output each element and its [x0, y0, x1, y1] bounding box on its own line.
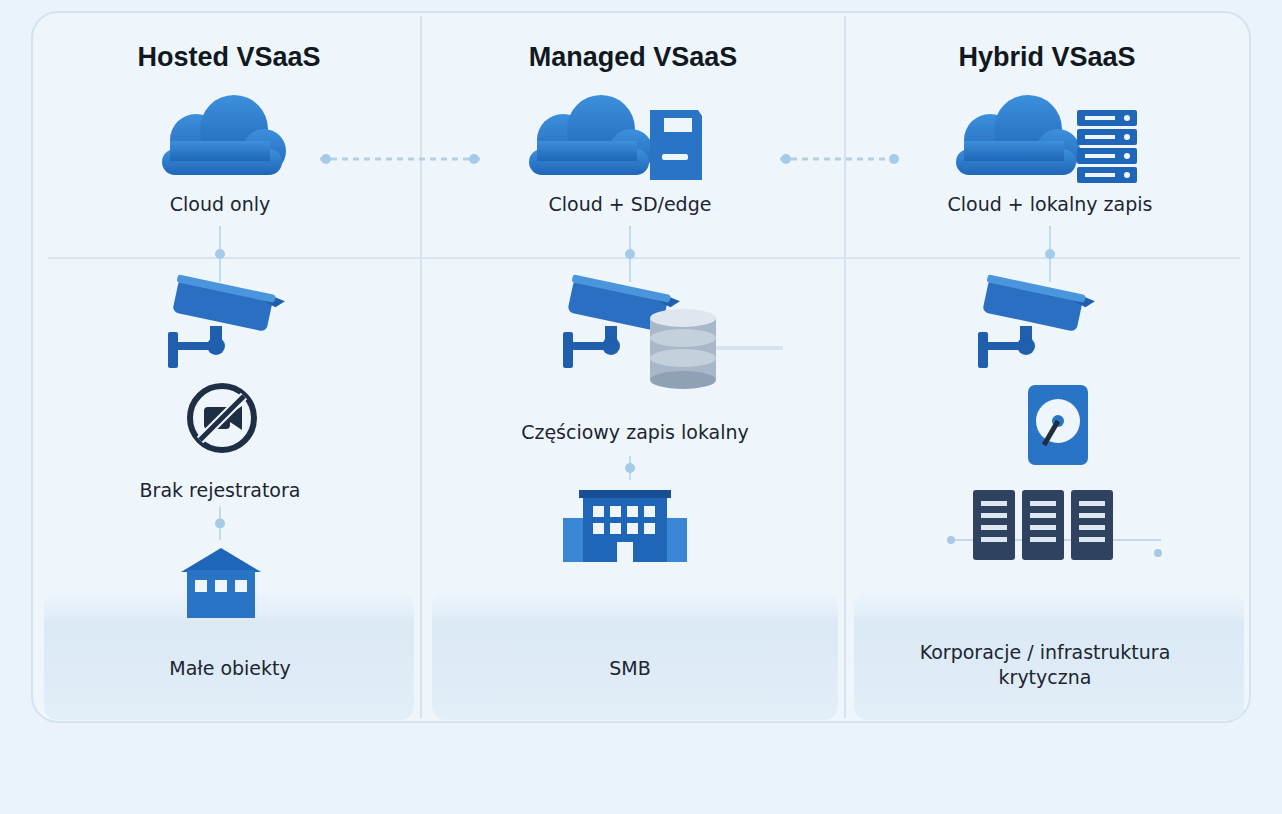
connector-dot — [625, 463, 635, 473]
column-heading: Managed VSaaS — [425, 40, 841, 75]
feature-label: Częściowy zapis lokalny — [450, 420, 820, 445]
connector-dot — [215, 249, 225, 259]
feature-box: Częściowy zapis lokalny — [450, 282, 820, 456]
feature-box: Małe obiekty — [60, 540, 400, 718]
connector-dot — [215, 518, 225, 528]
feature-box: Korporacje / infrastruktura krytyczna — [880, 282, 1210, 718]
column-panel: Managed VSaaS Cloud + SD/edgeCzęściowy za… — [425, 18, 841, 718]
feature-box: Cloud + lokalny zapis — [900, 92, 1200, 226]
column-heading: Hosted VSaaS — [40, 40, 418, 75]
feature-label: Cloud only — [120, 192, 320, 217]
column-panel: Hosted VSaaS Cloud onlyBrak rejestratoraM… — [40, 18, 418, 718]
column-heading: Hybrid VSaaS — [849, 40, 1245, 75]
connector-dot — [781, 154, 791, 164]
feature-box: Cloud + SD/edge — [480, 92, 780, 226]
connector-line — [780, 158, 900, 161]
feature-label: SMB — [460, 656, 800, 681]
connector-dot — [1045, 249, 1055, 259]
feature-box: Brak rejestratora — [90, 282, 350, 507]
connector-dot — [321, 154, 331, 164]
connector-line — [320, 158, 480, 161]
connector-dot — [889, 154, 899, 164]
feature-label: Cloud + SD/edge — [480, 192, 780, 217]
connector-dot — [625, 249, 635, 259]
feature-label: Cloud + lokalny zapis — [900, 192, 1200, 217]
feature-label: Małe obiekty — [60, 656, 400, 681]
connector-dot — [469, 154, 479, 164]
feature-box: Cloud only — [120, 92, 320, 226]
feature-label: Brak rejestratora — [90, 478, 350, 503]
feature-label: Korporacje / infrastruktura krytyczna — [880, 640, 1210, 689]
feature-box: SMB — [460, 480, 800, 718]
column-panel: Hybrid VSaaS Cloud + lokalny zapisKorpora… — [849, 18, 1245, 718]
